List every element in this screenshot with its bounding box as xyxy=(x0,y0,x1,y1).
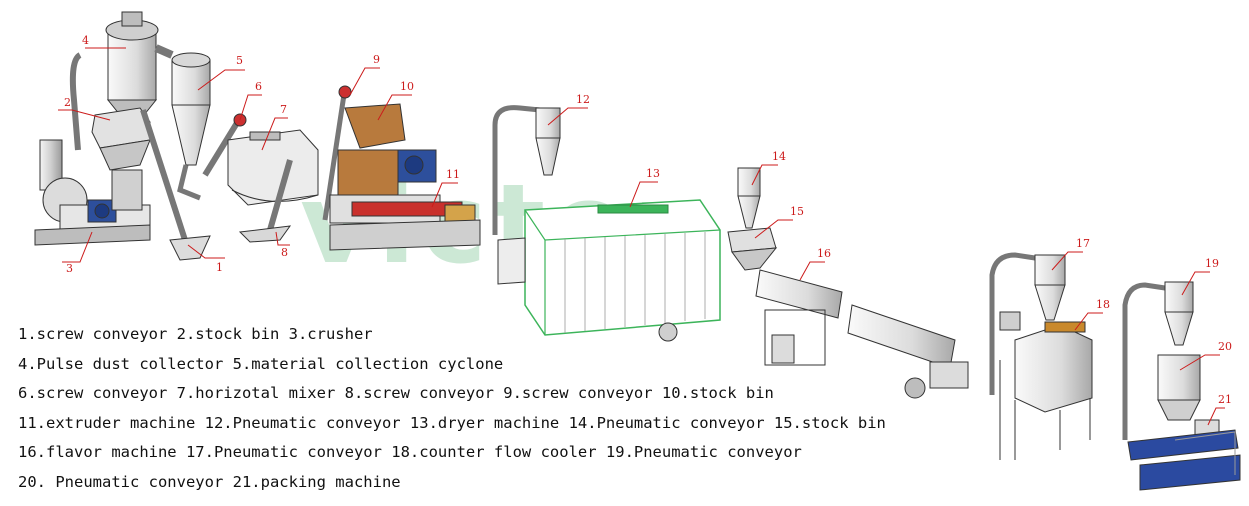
callout-13: 13 xyxy=(646,167,660,180)
callout-1: 1 xyxy=(216,261,223,274)
callout-14: 14 xyxy=(772,150,786,163)
legend-line-3: 6.screw conveyor 7.horizotal mixer 8.scr… xyxy=(18,384,774,402)
stock-bin-10 xyxy=(329,103,441,224)
callout-18: 18 xyxy=(1096,298,1110,311)
callout-15: 15 xyxy=(790,205,804,218)
screw-conveyor-8 xyxy=(238,159,293,243)
callout-9: 9 xyxy=(373,53,380,66)
dryer-machine xyxy=(497,199,721,342)
callout-21: 21 xyxy=(1218,393,1232,406)
callout-labels: 1 2 3 4 5 6 7 8 9 10 11 12 13 14 15 16 1… xyxy=(64,34,1232,406)
callout-10: 10 xyxy=(400,80,414,93)
callout-20: 20 xyxy=(1218,340,1232,353)
pneumatic-conveyor-12 xyxy=(492,105,561,235)
pneumatic-conveyor-17 xyxy=(989,252,1066,395)
legend-line-4: 11.extruder machine 12.Pneumatic conveyo… xyxy=(18,413,886,432)
callout-8: 8 xyxy=(281,246,288,259)
legend-line-6: 20. Pneumatic conveyor 21.packing machin… xyxy=(18,472,401,491)
callout-5: 5 xyxy=(236,54,243,67)
pneumatic-conveyor-19 xyxy=(1122,281,1194,440)
legend-line-2: 4.Pulse dust collector 5.material collec… xyxy=(18,354,504,373)
extruder-machine xyxy=(329,201,481,251)
callout-12: 12 xyxy=(576,93,590,106)
pneumatic-conveyor-20 xyxy=(1157,354,1201,421)
callout-16: 16 xyxy=(817,247,831,260)
material-collection-cyclone xyxy=(154,44,211,201)
packing-machine xyxy=(1127,419,1241,491)
crusher xyxy=(34,139,151,246)
legend: 1.screw conveyor 2.stock bin 3.crusher 4… xyxy=(18,320,918,497)
callout-19: 19 xyxy=(1205,257,1219,270)
callout-2: 2 xyxy=(64,96,71,109)
legend-line-1: 1.screw conveyor 2.stock bin 3.crusher xyxy=(18,325,373,343)
pneumatic-conveyor-14 xyxy=(737,167,761,229)
stock-bin-15 xyxy=(727,227,778,271)
horizontal-mixer xyxy=(227,129,319,206)
callout-4: 4 xyxy=(82,34,89,47)
counter-flow-cooler xyxy=(999,311,1093,460)
flavor-machine xyxy=(755,269,969,399)
callout-11: 11 xyxy=(446,168,460,181)
callout-17: 17 xyxy=(1076,237,1090,250)
screw-conveyor-9 xyxy=(322,85,352,221)
callout-6: 6 xyxy=(255,80,262,93)
legend-line-5: 16.flavor machine 17.Pneumatic conveyor … xyxy=(18,443,802,461)
callout-7: 7 xyxy=(280,103,287,116)
callout-3: 3 xyxy=(66,262,73,275)
